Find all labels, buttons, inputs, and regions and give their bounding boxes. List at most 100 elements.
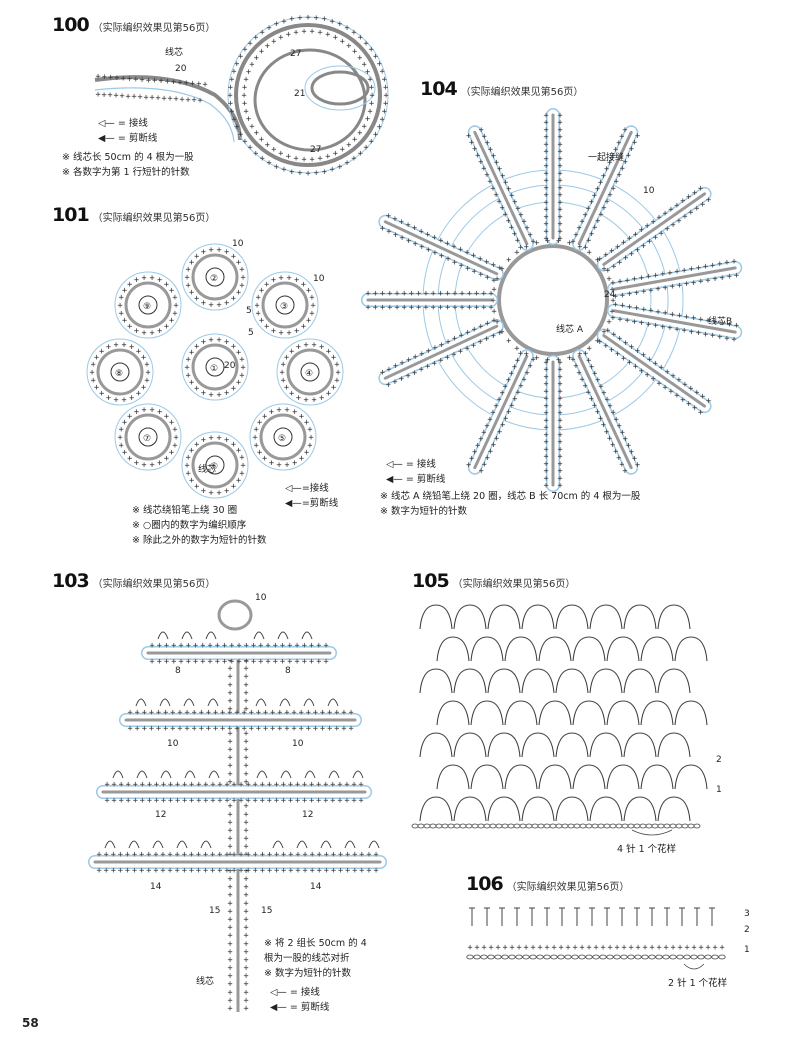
single-crochet-mark: + [126,780,131,790]
chain-mark [718,954,726,960]
picot-mark [296,840,308,849]
single-crochet-mark: + [400,359,405,369]
single-crochet-mark: + [518,243,523,253]
single-crochet-mark: + [201,486,206,496]
single-crochet-mark: + [500,203,505,213]
single-crochet-mark: + [135,724,140,734]
p103-count-15r: 15 [261,906,272,916]
single-crochet-mark: + [156,94,161,104]
single-crochet-mark: + [203,780,208,790]
single-crochet-mark: + [291,708,296,718]
chain-arch [453,732,487,758]
single-crochet-mark: + [310,850,315,860]
single-crochet-mark: + [169,418,174,428]
pattern-number: 104 [420,78,458,100]
chain-mark [711,954,719,960]
single-crochet-mark: + [228,988,233,998]
single-crochet-mark: + [518,211,523,221]
single-crochet-mark: + [274,20,279,30]
ray-core [602,192,707,266]
single-crochet-mark: + [359,866,364,876]
single-crochet-mark: + [544,467,549,477]
single-crochet-mark: + [246,850,251,860]
single-crochet-mark: + [425,230,430,240]
single-crochet-mark: + [216,335,221,345]
single-crochet-mark: + [286,152,291,162]
cut-legend-text: = 剪断线 [289,1002,330,1013]
single-crochet-mark: + [228,996,233,1006]
single-crochet-mark: + [152,76,157,86]
chain-mark [487,954,495,960]
single-crochet-mark: + [592,401,597,411]
single-crochet-mark: + [465,264,470,274]
single-crochet-mark: + [284,405,289,415]
single-crochet-mark: + [136,347,141,357]
chain-arch [589,604,623,630]
single-crochet-mark: + [287,641,292,651]
single-crochet-mark: + [517,943,522,953]
single-crochet-mark: + [514,248,519,258]
single-crochet-mark: + [558,183,563,193]
single-crochet-mark: + [366,850,371,860]
single-crochet-mark: + [611,330,616,340]
single-crochet-mark: + [657,379,662,389]
single-crochet-mark: + [125,850,130,860]
ray-core [383,220,499,276]
pattern-subtitle: （实际编织效果见第56页） [452,579,576,590]
single-crochet-mark: + [304,448,309,458]
single-crochet-mark: + [632,138,637,148]
single-crochet-mark: + [525,368,530,378]
single-crochet-mark: + [146,850,151,860]
single-crochet-mark: + [608,943,613,953]
single-crochet-mark: + [140,780,145,790]
motif-ring [191,343,239,391]
single-crochet-mark: + [259,286,264,296]
single-crochet-mark: + [345,159,350,169]
single-crochet-mark: + [229,107,234,117]
single-crochet-mark: + [307,425,312,435]
single-crochet-mark: + [362,122,367,132]
single-crochet-mark: + [265,42,270,52]
single-crochet-mark: + [179,641,184,651]
single-crochet-mark: + [589,362,594,372]
single-crochet-mark: + [241,273,246,283]
single-crochet-mark: + [341,708,346,718]
single-crochet-mark: + [352,850,357,860]
single-crochet-mark: + [189,258,194,268]
motif-number: ⑥ [210,462,218,472]
single-crochet-mark: + [208,641,213,651]
single-crochet-mark: + [189,348,194,358]
chain-mark [613,954,621,960]
single-crochet-mark: + [160,866,165,876]
single-crochet-mark: + [265,140,270,150]
single-crochet-mark: + [610,440,615,450]
foundation-chain [621,823,629,829]
single-crochet-mark: + [357,53,362,63]
single-crochet-mark: + [142,461,147,471]
single-crochet-mark: + [380,224,385,234]
single-crochet-mark: + [254,441,259,451]
single-crochet-mark: + [479,125,484,135]
single-crochet-mark: + [710,331,715,341]
single-crochet-mark: + [567,354,572,364]
single-crochet-mark: + [643,943,648,953]
single-crochet-mark: + [534,238,539,248]
chain-arch [538,636,572,662]
ray-core [612,266,737,291]
single-crochet-mark: + [544,416,549,426]
single-crochet-mark: + [186,657,191,667]
chain-mark [564,954,572,960]
single-crochet-mark: + [426,246,431,256]
single-crochet-mark: + [128,724,133,734]
single-crochet-mark: + [489,943,494,953]
chain-arch [470,636,504,662]
single-crochet-mark: + [689,327,694,337]
page-number: 58 [22,1016,39,1030]
single-crochet-mark: + [490,184,495,194]
single-crochet-mark: + [186,265,191,275]
single-crochet-mark: + [149,724,154,734]
single-crochet-mark: + [558,154,563,164]
single-crochet-mark: + [295,641,300,651]
single-crochet-mark: + [558,176,563,186]
